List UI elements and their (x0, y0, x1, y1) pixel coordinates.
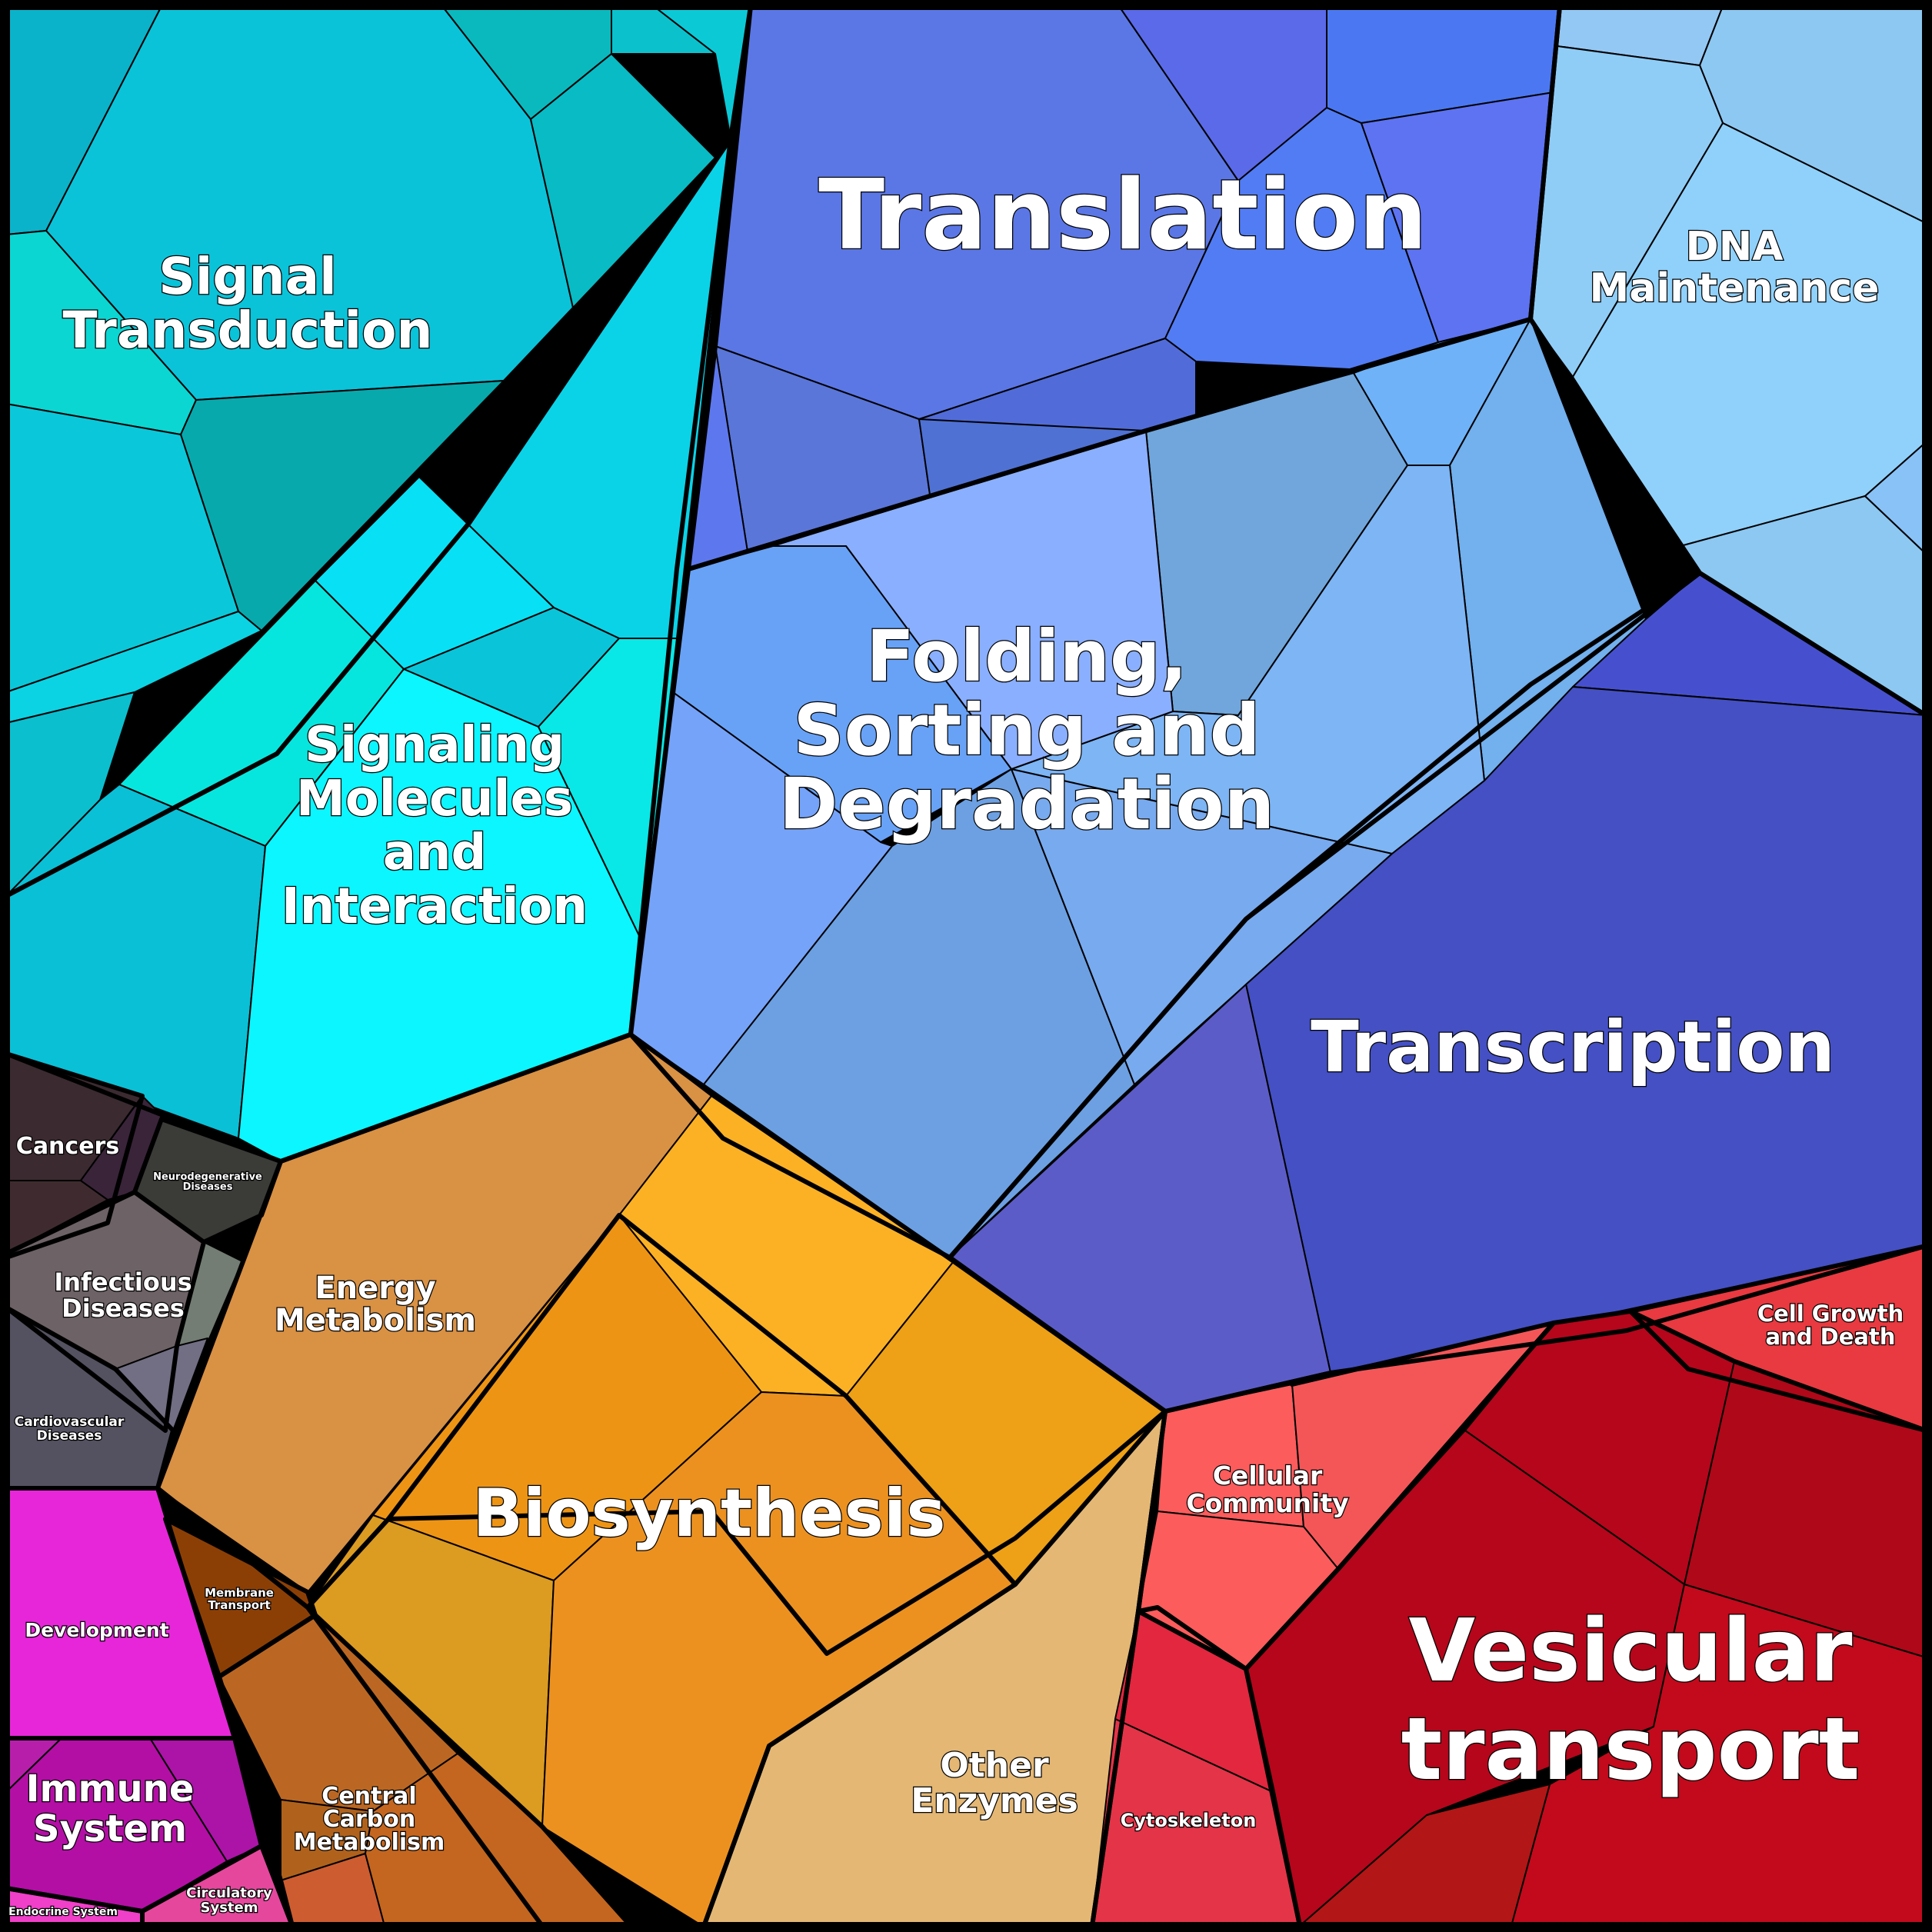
cell-signal-transduction-6 (503, 53, 716, 381)
label-line: Infectious (54, 1267, 192, 1297)
category-vesicular (1245, 1311, 1927, 1927)
label-line: Circulatory (186, 1885, 272, 1901)
category-signaling-molecules (5, 138, 731, 1162)
label-line: Diseases (62, 1294, 185, 1323)
label-biosynthesis: Biosynthesis (472, 1475, 945, 1552)
label-line: Cytoskeleton (1121, 1810, 1257, 1831)
label-line: Membrane (205, 1586, 274, 1600)
label-line: Sorting and (793, 689, 1260, 771)
label-line: Diseases (183, 1181, 233, 1193)
label-line: Endocrine System (8, 1906, 118, 1918)
label-line: Translation (818, 158, 1427, 271)
category-immune (5, 1737, 262, 1912)
label-line: Immune (26, 1767, 195, 1810)
label-line: Cardiovascular (15, 1414, 125, 1430)
label-cancers: Cancers (16, 1133, 119, 1160)
label-line: DNA (1686, 224, 1784, 270)
border-neurodegenerative (132, 1117, 283, 1244)
label-line: Transduction (63, 301, 433, 360)
border-energy-metabolism (155, 1032, 1168, 1656)
cells-layer (5, 5, 1927, 1927)
label-line: Transport (208, 1598, 270, 1612)
label-line: Degradation (779, 763, 1274, 845)
label-line: Neurodegenerative (153, 1171, 262, 1183)
category-central-carbon (218, 1614, 631, 1927)
label-line: Cancers (16, 1133, 119, 1160)
label-line: Energy (315, 1271, 435, 1306)
label-line: Signal (158, 247, 337, 306)
category-cellular-community (1138, 1322, 1554, 1670)
label-line: Molecules (296, 771, 573, 828)
label-line: Diseases (37, 1428, 102, 1444)
category-energy-metabolism (157, 1034, 1166, 1593)
label-line: Development (25, 1619, 168, 1641)
label-translation: Translation (818, 158, 1427, 271)
label-line: Transcription (1311, 1006, 1835, 1088)
label-cytoskeleton: Cytoskeleton (1121, 1810, 1257, 1831)
category-folding (630, 318, 1647, 1258)
category-signal-transduction (5, 5, 751, 897)
label-line: Signaling (305, 717, 565, 774)
category-cytoskeleton (1091, 1611, 1301, 1927)
label-line: System (201, 1900, 258, 1916)
label-line: Vesicular (1409, 1601, 1853, 1701)
label-line: Cell Growth (1757, 1301, 1904, 1327)
label-line: Metabolism (275, 1303, 476, 1338)
label-line: Metabolism (294, 1829, 445, 1856)
label-line: Enzymes (911, 1781, 1078, 1820)
label-line: transport (1401, 1700, 1860, 1800)
label-line: Other (940, 1746, 1049, 1785)
label-transcription: Transcription (1311, 1006, 1835, 1088)
border-folding (628, 317, 1702, 1260)
label-line: System (33, 1807, 187, 1850)
label-line: Community (1186, 1488, 1348, 1518)
label-line: Folding, (866, 615, 1188, 698)
label-line: Interaction (281, 878, 588, 935)
label-development: Development (25, 1619, 168, 1641)
label-line: Cellular (1213, 1461, 1323, 1491)
label-line: Biosynthesis (472, 1475, 945, 1552)
category-biosynthesis (307, 1214, 1016, 1927)
label-line: and Death (1766, 1324, 1896, 1350)
label-endocrine: Endocrine System (8, 1906, 118, 1918)
label-line: and (383, 824, 487, 881)
label-line: Maintenance (1589, 265, 1879, 311)
label-line: Carbon (323, 1806, 416, 1833)
label-line: Central (321, 1783, 416, 1810)
cell-folding-8 (703, 768, 1135, 1258)
